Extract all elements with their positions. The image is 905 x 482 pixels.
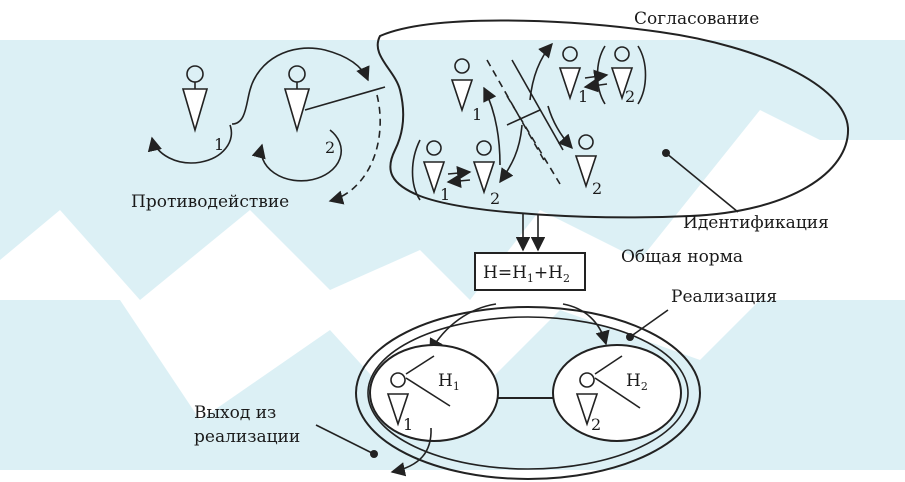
svg-text:1: 1 bbox=[472, 105, 482, 124]
barrier-dashed-1 bbox=[486, 59, 546, 163]
common-norm-formula: Н=Н1+Н2 bbox=[483, 263, 570, 285]
agreement-actor-1-right: 1 bbox=[558, 46, 588, 106]
svg-text:2: 2 bbox=[591, 415, 601, 434]
identification-label: Идентификация bbox=[683, 213, 829, 233]
svg-text:1: 1 bbox=[578, 87, 588, 106]
actor-1-number: 1 bbox=[214, 135, 224, 154]
svg-text:2: 2 bbox=[490, 189, 500, 208]
agreement-actor-1-bottom: 1 bbox=[411, 139, 450, 204]
norm-oval-1 bbox=[369, 344, 499, 442]
svg-text:2: 2 bbox=[625, 87, 635, 106]
agreement-actor-1-top: 1 bbox=[450, 58, 482, 124]
agreement-oval bbox=[376, 19, 850, 219]
actor-2-counteraction: 2 bbox=[251, 65, 343, 182]
exit-label-line1: Выход из bbox=[194, 403, 276, 423]
realization-outer-oval bbox=[355, 306, 701, 480]
realization-inner-outline bbox=[367, 316, 689, 470]
agreement-actor-2-lower: 2 bbox=[574, 134, 602, 198]
agreement-actor-2-right: 2 bbox=[583, 45, 647, 106]
barrier-dashed-2 bbox=[506, 95, 561, 185]
arrow-up-right bbox=[529, 42, 553, 101]
arrow-down-left bbox=[499, 124, 523, 184]
norm-h1: Н1 bbox=[438, 371, 460, 393]
background-watermark bbox=[0, 40, 905, 470]
agreement-actor-2-bottom: 2 bbox=[446, 140, 500, 208]
norm-actor-1: 1 Н1 bbox=[386, 355, 460, 434]
svg-text:1: 1 bbox=[440, 185, 450, 204]
arrow-up-left bbox=[483, 86, 501, 166]
svg-text:2: 2 bbox=[592, 179, 602, 198]
actors-link-curve bbox=[231, 47, 370, 125]
common-norm-box bbox=[474, 252, 586, 291]
agreement-label: Согласование bbox=[634, 9, 759, 29]
arrow-down-right bbox=[547, 105, 573, 150]
counteraction-dashed-arrow bbox=[328, 94, 381, 205]
svg-text:1: 1 bbox=[403, 415, 413, 434]
actor-2-number: 2 bbox=[325, 138, 335, 157]
norm-h2: Н2 bbox=[626, 371, 648, 393]
exit-arrow bbox=[390, 427, 432, 477]
crossing-tick bbox=[506, 109, 541, 126]
realization-arrow-right bbox=[562, 303, 610, 346]
counteraction-label: Противодействие bbox=[131, 192, 289, 212]
common-norm-label: Общая норма bbox=[621, 247, 743, 267]
realization-label: Реализация bbox=[671, 287, 777, 307]
realization-leader bbox=[629, 309, 669, 338]
barrier-solid bbox=[511, 59, 564, 151]
exit-label-line2: реализации bbox=[194, 427, 300, 447]
push-line bbox=[304, 86, 386, 111]
norm-actor-2: 2 Н2 bbox=[575, 355, 648, 434]
actor-1-counteraction: 1 bbox=[147, 65, 233, 164]
exit-leader bbox=[315, 424, 375, 455]
identification-leader bbox=[665, 152, 739, 213]
